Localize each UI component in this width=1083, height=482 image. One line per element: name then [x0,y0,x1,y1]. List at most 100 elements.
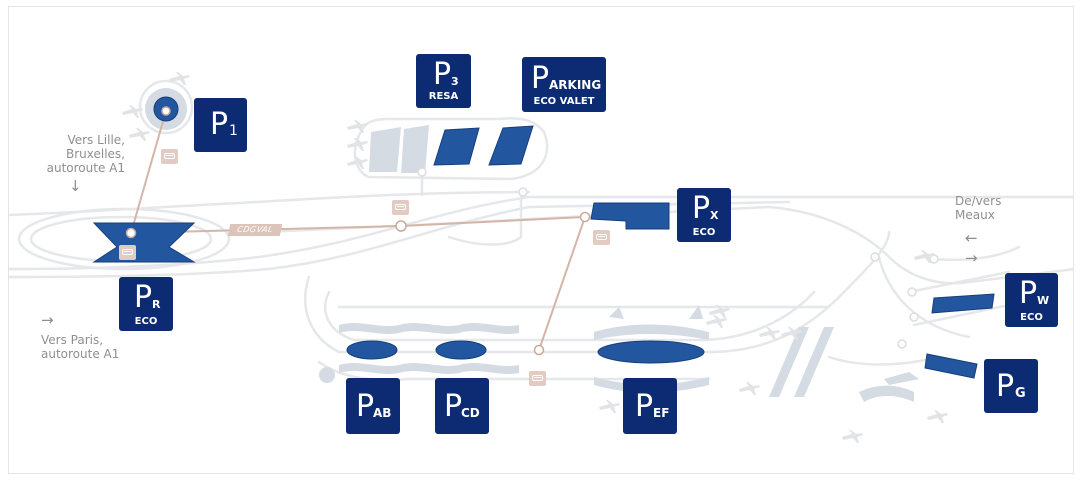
parking-subscript: G [1015,386,1026,401]
road-east [767,205,1073,285]
plane-icon [739,382,760,395]
terminal2g-building [859,385,914,402]
shuttle-bus-icon [161,149,178,164]
region-label-line: De/vers [955,194,1002,208]
parking-subscript: W [1037,294,1050,307]
parking-letter: P [996,369,1015,404]
plane-icon [347,120,368,133]
road-highway [9,200,791,279]
parking-lot-valet [488,125,534,166]
shuttle-line-t1 [130,110,167,234]
plane-icon [781,327,802,340]
terminal2g-building [884,372,919,385]
shuttle-bus-icon [593,230,610,245]
parking-letter: P [1019,276,1038,311]
parking-letter: P [531,61,550,96]
parking-label: ECO [692,227,716,238]
parking-subscript: AB [373,406,392,420]
parking-badge-px[interactable]: P X ECO [677,188,731,242]
parking-badge-pw[interactable]: P W ECO [1005,273,1058,327]
parking-letter: P [356,389,375,424]
station-px [579,211,591,223]
parking-badge-pr[interactable]: P R ECO [119,277,173,331]
parking-badge-eco-valet[interactable]: P ARKING ECO VALET [522,57,606,112]
junction [870,252,880,262]
plane-icon [927,410,948,423]
parking-lot-px [590,202,670,230]
terminal3-building [369,127,401,172]
road-east [907,270,1011,294]
parking-letter: P [444,389,463,424]
terminal2-pier [689,305,703,319]
parking-lot-pr [92,222,196,263]
junction [909,312,919,322]
parking-subscript: CD [461,406,480,420]
plane-icon [706,315,727,328]
parking-letter: P [692,191,711,226]
terminal2-pier [339,323,519,334]
parking-badge-pcd[interactable]: P CD [435,378,489,434]
arrow-down-icon: ↓ [69,177,82,195]
parking-lot-pab [346,340,398,360]
parking-subscript: 3 [451,75,459,88]
junction [518,187,528,197]
junction [417,167,427,177]
terminal2-pier [594,324,709,340]
arrow-right-icon: → [965,249,978,267]
road-link [447,190,523,246]
plane-icons [122,72,948,443]
station-t2 [533,344,545,356]
terminal3-building [401,125,429,173]
plane-icon [169,72,190,85]
parking-letter: P [635,389,654,424]
parking-subscript: EF [653,406,670,420]
parking-subscript: ARKING [549,78,602,92]
shuttle-bus-icon [119,245,136,260]
cdgval-line-label: CDGVAL [227,224,283,236]
terminal2g-building [769,327,809,397]
shuttle-line-cdgval [130,216,586,234]
region-label-line: autoroute A1 [46,161,125,175]
parking-lot-pg [924,353,978,379]
terminal2-pier [609,307,624,319]
shuttle-bus-icon [529,371,546,386]
junction [897,339,907,349]
shuttle-bus-icon [392,200,409,215]
road-loop [138,79,194,135]
plane-icon [347,138,368,151]
parking-badge-p3[interactable]: P 3 RESA [416,54,471,108]
parking-lot-p3 [433,127,480,166]
plane-icon [347,156,368,169]
plane-icon [122,105,143,118]
plane-icon [709,305,730,318]
terminal-buildings [319,125,919,402]
parking-label: ECO [134,316,158,327]
road-terminal2 [323,290,816,342]
parking-badge-pg[interactable]: P G [984,359,1038,413]
parking-letter: P [134,280,153,315]
road-east [932,245,1021,262]
station-t3 [395,220,407,232]
parking-subscript: 1 [229,123,238,139]
parking-letter: P [210,107,229,142]
plane-icon [599,400,620,413]
parking-badge-pab[interactable]: P AB [346,378,400,434]
shuttle-line-t2 [538,216,586,351]
parking-label: ECO VALET [533,96,595,107]
plane-icon [914,250,935,263]
region-label-line: Bruxelles, [65,147,125,161]
parking-badge-pef[interactable]: P EF [623,378,677,434]
airport-parking-map: Vers Lille, Bruxelles, autoroute A1 ↓ → … [8,6,1074,474]
plane-icon [129,128,150,141]
region-label-east: De/vers Meaux [955,194,1001,222]
parking-lot-pcd [435,340,487,360]
region-label-north: Vers Lille, Bruxelles, autoroute A1 [43,133,125,175]
parking-label: RESA [428,91,459,102]
plane-icon [759,327,780,340]
region-label-line: autoroute A1 [41,347,120,361]
parking-badge-p1[interactable]: P 1 [194,98,247,152]
parking-lot-pef [597,340,705,364]
map-drawing [9,72,1073,443]
terminal2g-building [794,327,834,397]
road-loop [17,207,231,271]
